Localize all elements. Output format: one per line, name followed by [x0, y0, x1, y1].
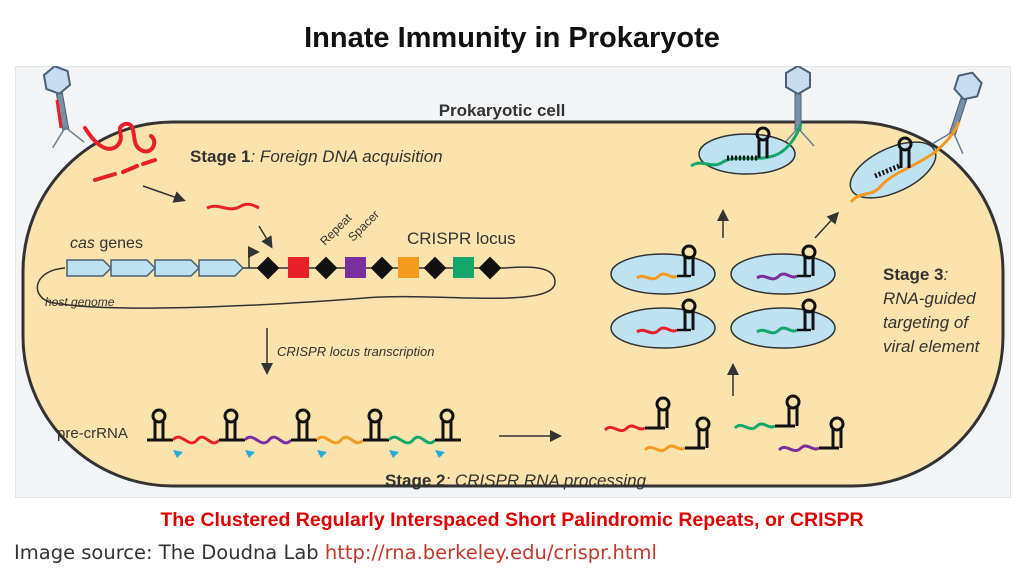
pre-crrna-label: pre-crRNA [57, 425, 128, 442]
targeting-complex-orange [849, 121, 961, 204]
image-source-prefix: Image source: The Doudna Lab [14, 541, 325, 564]
effector-complexes [610, 244, 836, 349]
stage2-title: Stage 2: CRISPR RNA processing [385, 471, 647, 490]
figure-caption: The Clustered Regularly Interspaced Shor… [160, 509, 864, 531]
mature-crrnas [603, 394, 845, 453]
stage1-title: Stage 1: Foreign DNA acquisition [190, 147, 443, 166]
image-source: Image source: The Doudna Lab http://rna.… [14, 541, 657, 564]
image-source-link[interactable]: http://rna.berkeley.edu/crispr.html [324, 541, 657, 564]
crispr-locus-label: CRISPR locus [407, 229, 516, 248]
targeting-complex-green [690, 123, 803, 175]
host-genome-loop [36, 266, 556, 309]
foreign-dna-fragment [93, 158, 157, 182]
arrow-to-targeting-right [814, 211, 840, 239]
arrow-acquisition-2 [258, 225, 273, 249]
crispr-diagram-svg: Prokaryotic cell Stage 1: Foreign DNA ac… [15, 66, 1011, 498]
stage3-title: Stage 3: RNA-guided targeting of viral e… [883, 265, 981, 356]
cas-genes [66, 259, 245, 277]
spacer-fragment [206, 202, 260, 211]
cell-label: Prokaryotic cell [439, 101, 566, 120]
arrow-acquisition-1 [142, 185, 186, 203]
crispr-diagram: Prokaryotic cell Stage 1: Foreign DNA ac… [15, 66, 1011, 498]
slide-title: Innate Immunity in Prokaryote [304, 22, 720, 54]
host-genome-label: host genome [45, 295, 115, 309]
promoter-arrow [243, 246, 260, 269]
prokaryotic-cell [21, 120, 1005, 488]
cas-genes-label: cas genes [70, 235, 143, 252]
foreign-dna-strand [83, 121, 157, 154]
transcription-label: CRISPR locus transcription [277, 344, 435, 359]
pre-crrna-transcript [147, 408, 461, 458]
